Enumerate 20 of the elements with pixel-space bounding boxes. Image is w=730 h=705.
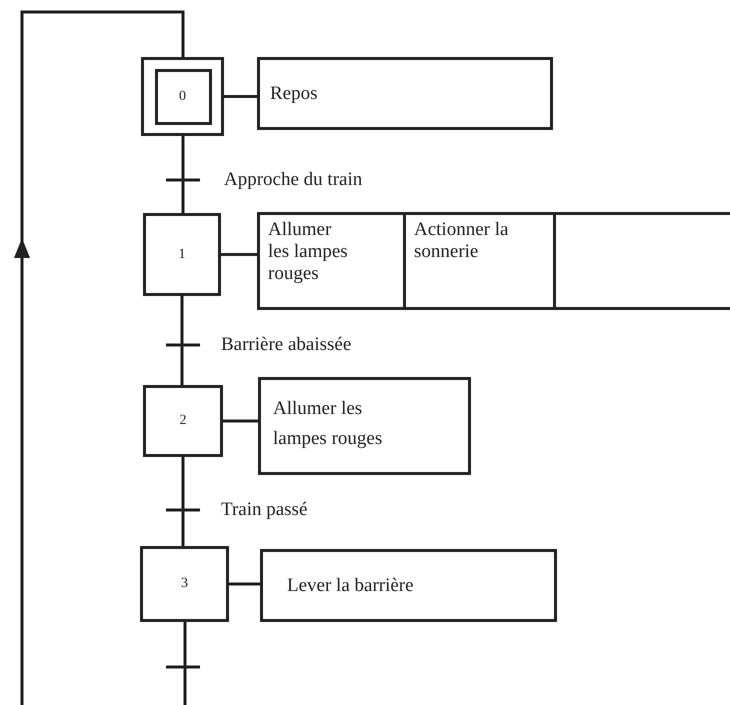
step-box xyxy=(143,385,223,457)
initial-step-box xyxy=(141,57,224,136)
action-text: Lever la barrière xyxy=(287,574,414,596)
step-number: 3 xyxy=(181,576,188,592)
step-box xyxy=(143,213,221,296)
action-text: Allumer les lampes rouges xyxy=(268,219,348,284)
action-text: Repos xyxy=(270,82,318,104)
action-box xyxy=(257,212,406,310)
transition-condition: Train passé xyxy=(219,499,310,521)
action-text: Allumer les lampes rouges xyxy=(273,398,382,449)
action-box xyxy=(257,57,553,130)
action-box xyxy=(260,549,557,622)
step-box xyxy=(140,546,229,622)
step-number: 2 xyxy=(180,413,186,429)
step-number: 0 xyxy=(179,88,186,104)
action-box xyxy=(258,377,471,475)
transition-condition: Approche du train xyxy=(222,169,364,191)
action-box xyxy=(403,212,556,310)
action-text: Actionner la sonnerie xyxy=(414,219,508,262)
step-number: 1 xyxy=(178,246,186,262)
